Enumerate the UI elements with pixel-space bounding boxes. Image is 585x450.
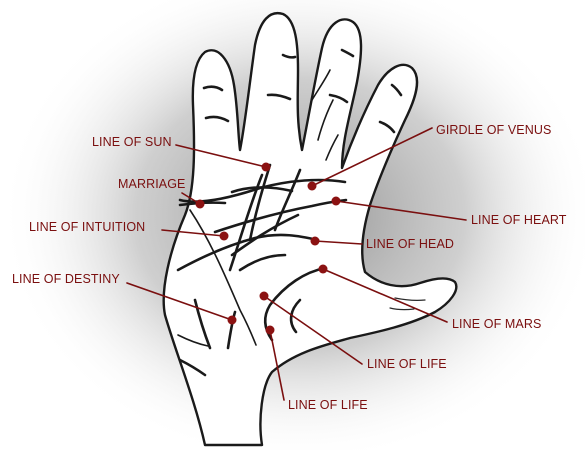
label-girdle-of-venus: GIRDLE OF VENUS xyxy=(436,123,551,137)
leader-line-of-life-2 xyxy=(265,325,285,401)
marker-marriage xyxy=(195,199,205,209)
label-line-of-sun: LINE OF SUN xyxy=(92,135,172,149)
marker-line-of-heart xyxy=(331,196,341,206)
marker-line-of-life-1 xyxy=(259,291,269,301)
marker-line-of-intuition xyxy=(219,231,229,241)
label-line-of-intuition: LINE OF INTUITION xyxy=(29,220,145,234)
leader-line-of-mars xyxy=(318,264,448,323)
marker-girdle-of-venus xyxy=(307,181,317,191)
label-line-of-head: LINE OF HEAD xyxy=(366,237,454,251)
leader-line-of-head xyxy=(310,236,363,246)
leader-line-of-sun xyxy=(175,144,271,172)
labels: LINE OF SUN MARRIAGE LINE OF INTUITION L… xyxy=(12,123,567,412)
marker-line-of-destiny xyxy=(227,315,237,325)
label-marriage: MARRIAGE xyxy=(118,177,185,191)
leader-line-of-intuition xyxy=(161,229,229,241)
leader-marriage xyxy=(181,192,205,209)
marker-line-of-mars xyxy=(318,264,328,274)
marker-line-of-life-2 xyxy=(265,325,275,335)
leaders xyxy=(126,127,467,401)
marker-line-of-head xyxy=(310,236,320,246)
label-line-of-mars: LINE OF MARS xyxy=(452,317,541,331)
hand-outline xyxy=(162,11,458,447)
leader-line-of-destiny xyxy=(126,282,237,325)
finger-sketch-marks xyxy=(202,48,426,311)
leader-girdle-of-venus xyxy=(307,127,433,191)
label-line-of-heart: LINE OF HEART xyxy=(471,213,567,227)
label-line-of-destiny: LINE OF DESTINY xyxy=(12,272,120,286)
label-line-of-life-1: LINE OF LIFE xyxy=(367,357,447,371)
marker-line-of-sun xyxy=(261,162,271,172)
leader-line-of-life-1 xyxy=(259,291,363,365)
palm-creases xyxy=(176,163,348,377)
leader-line-of-heart xyxy=(331,196,467,221)
label-line-of-life-2: LINE OF LIFE xyxy=(288,398,368,412)
